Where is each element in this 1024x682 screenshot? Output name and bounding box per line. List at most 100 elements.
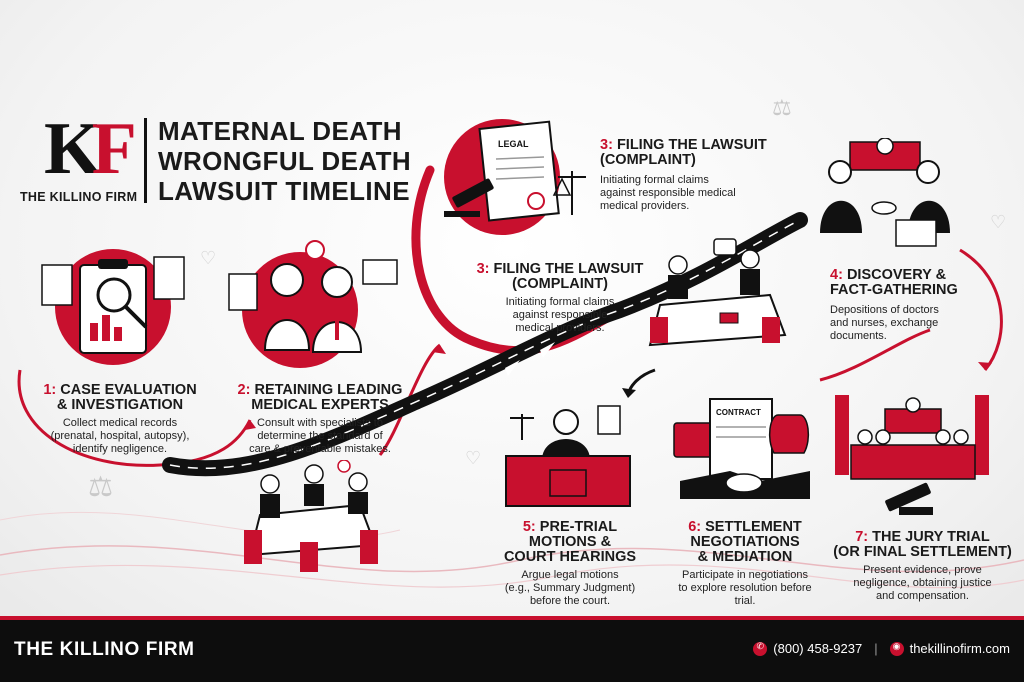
doctor-female-head — [270, 263, 304, 297]
document-icon — [153, 256, 185, 300]
gavel-icon — [452, 178, 494, 208]
arrowhead-3 — [245, 420, 256, 430]
chair — [360, 530, 378, 564]
step-4-number: 4: — [830, 267, 843, 283]
step-7-desc-line-1: Present evidence, prove — [863, 564, 982, 576]
title-line-2: WRONGFUL DEATH — [158, 146, 412, 176]
step-1-block: 1: CASE EVALUATION & INVESTIGATION Colle… — [30, 383, 210, 456]
logo-letter-f: F — [91, 108, 137, 190]
red-arrow-step6 — [819, 328, 931, 382]
step-2-title-line-2: MEDICAL EXPERTS — [251, 397, 389, 413]
chair — [650, 317, 668, 343]
step-6-block: 6: SETTLEMENT NEGOTIATIONS & MEDIATION P… — [660, 520, 830, 608]
step-1-desc-line-1: Collect medical records — [62, 417, 178, 429]
step-4-title-line-2: FACT-GATHERING — [830, 282, 958, 298]
logo-subtitle: THE KILLINO FIRM — [20, 190, 138, 204]
road-dashes — [169, 219, 801, 469]
jury-box — [850, 444, 976, 480]
footer-bar: THE KILLINO FIRM ✆ (800) 458-9237 | ◉ th… — [0, 620, 1024, 682]
step-5-block: 5: PRE-TRIAL MOTIONS & COURT HEARINGS Ar… — [480, 520, 660, 608]
logo-letter-k: K — [44, 108, 101, 190]
step-5-title-line-1: PRE-TRIAL — [539, 519, 618, 535]
step-3-top-title-line-2: (COMPLAINT) — [600, 152, 696, 168]
step-2-desc-line-2: determine the standard of — [257, 430, 383, 442]
step-5-desc-line-1: Argue legal motions — [521, 569, 619, 581]
phone-icon: ✆ — [753, 641, 768, 656]
step-3-middle-description: Initiating formal claims against respons… — [470, 296, 650, 335]
step-2-title-line-1: RETAINING LEADING — [254, 382, 403, 398]
magnifier-icon — [96, 277, 132, 313]
step-5-desc-line-2: (e.g., Summary Judgment) — [504, 582, 636, 594]
title-line-1: MATERNAL DEATH — [158, 116, 402, 146]
step-3-middle-title-line-2: (COMPLAINT) — [512, 276, 608, 292]
doctor-male-head — [321, 266, 353, 298]
step-3-top-desc-line-3: medical providers. — [600, 200, 690, 212]
step-5-title-line-2: MOTIONS & — [528, 534, 612, 550]
step-3-middle-desc-line-1: Initiating formal claims — [505, 296, 615, 308]
step-4-desc-line-3: documents. — [830, 330, 887, 342]
step-2-desc-line-3: care & preventable mistakes. — [249, 443, 391, 455]
step-7-description: Present evidence, prove negligence, obta… — [830, 564, 1015, 603]
footer-phone[interactable]: (800) 458-9237 — [773, 641, 863, 656]
chair — [300, 542, 318, 572]
step-1-title-line-1: CASE EVALUATION — [60, 382, 197, 398]
footer-accent-line — [0, 616, 1024, 620]
step-3-top-title-line-1: FILING THE LAWSUIT — [616, 137, 767, 153]
chair — [244, 530, 262, 564]
step-6-title: 6: SETTLEMENT NEGOTIATIONS & MEDIATION — [660, 520, 830, 565]
footer-website-link[interactable]: thekillinofirm.com — [909, 641, 1010, 656]
handshake-icon — [871, 201, 897, 215]
step-7-title-line-2: (OR FINAL SETTLEMENT) — [833, 544, 1012, 560]
step-3-top-title: 3: FILING THE LAWSUIT (COMPLAINT) — [600, 138, 790, 168]
step-5-description: Argue legal motions (e.g., Summary Judgm… — [480, 569, 660, 608]
heart-icon: ♡ — [465, 448, 482, 468]
step-7-number: 7: — [855, 529, 869, 545]
judge-robe — [542, 439, 590, 460]
step-4-title: 4: DISCOVERY & FACT-GATHERING — [830, 268, 1010, 298]
gavel-icon — [885, 482, 931, 512]
money-bag-icon — [768, 414, 810, 454]
court-hearing-illustration — [505, 405, 631, 507]
bg-wave-2 — [0, 564, 1024, 589]
step-5-title: 5: PRE-TRIAL MOTIONS & COURT HEARINGS — [480, 520, 660, 565]
step-6-desc-line-1: Participate in negotiations — [682, 569, 808, 581]
step-4-desc-line-2: and nurses, exchange — [830, 317, 939, 329]
step-4-description: Depositions of doctors and nurses, excha… — [830, 304, 1010, 343]
step-7-desc-line-3: and compensation. — [876, 590, 969, 602]
expert-team-meeting-illustration — [244, 460, 378, 572]
chair — [762, 317, 780, 343]
road-chevron-1 — [505, 360, 520, 376]
bg-wave-1 — [0, 545, 1024, 573]
step-6-title-line-3: & MEDIATION — [697, 549, 793, 565]
judge-head — [553, 409, 579, 435]
document-icon — [41, 264, 73, 306]
step-2-desc-line-1: Consult with specialists to — [257, 417, 383, 429]
step-2-number: 2: — [237, 382, 251, 398]
jury-trial-illustration — [835, 395, 989, 515]
step-1-number: 1: — [43, 382, 57, 398]
step-5-desc-line-3: before the court. — [529, 595, 611, 607]
step-6-description: Participate in negotiations to explore r… — [660, 569, 830, 608]
step-2-description: Consult with specialists to determine th… — [225, 417, 415, 456]
step-1-title: 1: CASE EVALUATION & INVESTIGATION — [30, 383, 210, 413]
step-2-block: 2: RETAINING LEADING MEDICAL EXPERTS Con… — [225, 383, 415, 456]
step-6-desc-line-2: to explore resolution before — [678, 582, 812, 594]
legal-doc-label: LEGAL — [498, 139, 529, 149]
judge-bench — [884, 408, 942, 434]
step-5-number: 5: — [522, 519, 536, 535]
footer-divider: | — [874, 641, 878, 656]
judge-bench — [505, 455, 631, 507]
filing-lawsuit-illustration: LEGAL — [444, 119, 586, 235]
document-icon — [228, 273, 258, 311]
step-3-top-description: Initiating formal claims against respons… — [600, 174, 790, 213]
speech-bubble-icon — [713, 238, 737, 256]
lawyer-male — [820, 200, 862, 233]
step-7-block: 7: THE JURY TRIAL (OR FINAL SETTLEMENT) … — [830, 530, 1015, 603]
infographic-canvas: KF THE KILLINO FIRM MATERNAL DEATH WRONG… — [0, 0, 1024, 620]
arrowhead-1 — [432, 345, 446, 354]
step-4-block: 4: DISCOVERY & FACT-GATHERING Deposition… — [830, 268, 1010, 343]
step-3-middle-desc-line-3: medical providers. — [515, 322, 605, 334]
step-6-desc-line-3: trial. — [734, 595, 756, 607]
arrowhead-2 — [978, 362, 992, 370]
medical-experts-illustration — [228, 240, 398, 368]
